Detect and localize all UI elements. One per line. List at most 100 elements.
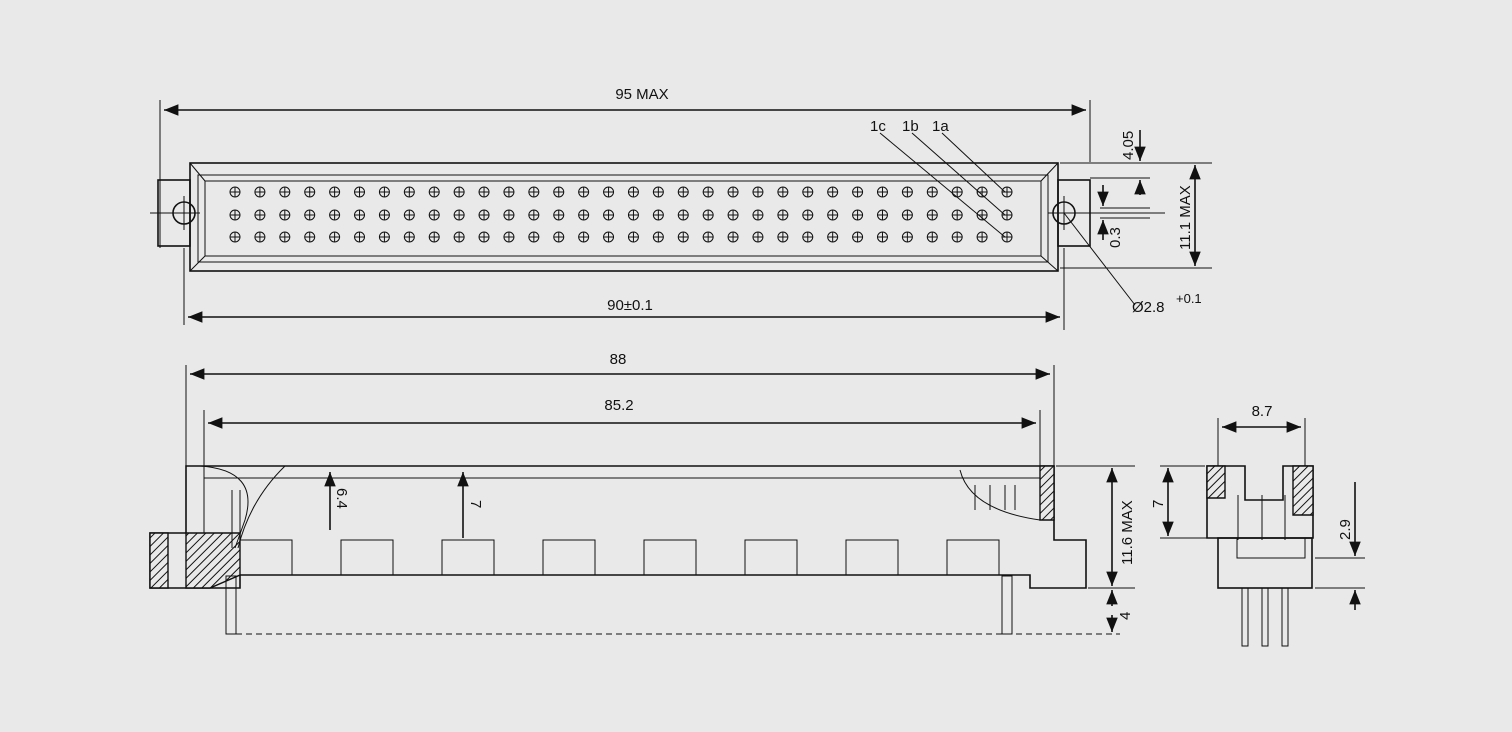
contact-pin-b30	[279, 209, 291, 221]
contact-window	[441, 539, 495, 576]
left-hatched-section	[185, 532, 241, 589]
contact-pin-c28	[329, 231, 341, 243]
contact-pin-b20	[528, 209, 540, 221]
contact-pin-c19	[553, 231, 565, 243]
contact-pin-a9	[802, 186, 814, 198]
dim-overall-length: 95 MAX	[615, 86, 668, 103]
contact-pin-a20	[528, 186, 540, 198]
dim-height-max-front: 11.6 MAX	[1119, 500, 1136, 565]
contact-pin-c9	[802, 231, 814, 243]
contact-pin-a21	[503, 186, 515, 198]
contact-pin-c23	[453, 231, 465, 243]
right-hatched-section	[1039, 465, 1055, 521]
contact-pin-a17	[603, 186, 615, 198]
dim-hole-diameter-tol: +0.1	[1176, 291, 1202, 306]
contact-pin-b22	[478, 209, 490, 221]
contact-pin-b21	[503, 209, 515, 221]
row-label-b: 1b	[902, 118, 919, 135]
contact-windows	[239, 539, 1000, 576]
top-view: 95 MAX 1c 1b 1a 90±0.1 Ø2.8 +0.1	[150, 86, 1212, 330]
contact-pin-b14	[677, 209, 689, 221]
contact-window	[946, 539, 1000, 576]
contact-pin-c5	[901, 231, 913, 243]
contact-pin-a4	[926, 186, 938, 198]
contact-pin-b10	[777, 209, 789, 221]
contact-window	[542, 539, 596, 576]
contact-pin-a5	[901, 186, 913, 198]
contact-pin-b26	[378, 209, 390, 221]
contact-pin-a25	[403, 186, 415, 198]
contact-window	[340, 539, 394, 576]
contact-pin-a14	[677, 186, 689, 198]
contact-pin-b24	[428, 209, 440, 221]
contact-pin-a31	[254, 186, 266, 198]
contact-pin-b23	[453, 209, 465, 221]
contact-pin-a18	[578, 186, 590, 198]
contact-pin-c2	[976, 231, 988, 243]
contact-pin-c4	[926, 231, 938, 243]
contact-pin-a8	[827, 186, 839, 198]
contact-pin-b1	[1001, 209, 1013, 221]
contact-pin-a30	[279, 186, 291, 198]
dim-side-height: 7	[1150, 500, 1167, 508]
dim-height-max-top: 11.1 MAX	[1177, 185, 1194, 250]
contact-pin-c1	[1001, 231, 1013, 243]
contact-pin-c14	[677, 231, 689, 243]
contact-pin-b3	[951, 209, 963, 221]
dim-offset-small: 0.3	[1107, 227, 1124, 248]
dim-depth-small: 6.4	[333, 488, 350, 509]
side-base	[1217, 537, 1313, 589]
contact-window	[744, 539, 798, 576]
contact-pin-c6	[876, 231, 888, 243]
contact-pin-c22	[478, 231, 490, 243]
contact-pin-a15	[652, 186, 664, 198]
contact-window	[239, 539, 293, 576]
row-label-a: 1a	[932, 118, 949, 135]
contact-pin-c32	[229, 231, 241, 243]
contact-pin-a24	[428, 186, 440, 198]
contact-pin-c17	[603, 231, 615, 243]
contact-pin-c21	[503, 231, 515, 243]
side-view: 8.7 7 2.9	[1150, 403, 1365, 647]
contact-pin-b7	[852, 209, 864, 221]
contact-pin-a28	[329, 186, 341, 198]
row-label-c: 1c	[870, 118, 886, 135]
contact-pin-b29	[304, 209, 316, 221]
contact-pin-c13	[702, 231, 714, 243]
contact-pin-b11	[752, 209, 764, 221]
dim-hole-pitch: 90±0.1	[607, 297, 653, 314]
contact-pin-a11	[752, 186, 764, 198]
contact-pin-b4	[926, 209, 938, 221]
contact-pin-a7	[852, 186, 864, 198]
contact-pin-a22	[478, 186, 490, 198]
contact-pin-c25	[403, 231, 415, 243]
contact-pin-a27	[354, 186, 366, 198]
contact-pin-a10	[777, 186, 789, 198]
front-view: 88 85.2 6.4 7 11.6 MAX	[149, 351, 1136, 635]
contact-pin-b13	[702, 209, 714, 221]
contact-pin-c24	[428, 231, 440, 243]
dim-body-length: 88	[610, 351, 627, 368]
contact-pin-a23	[453, 186, 465, 198]
contact-pin-a1	[1001, 186, 1013, 198]
contact-pin-a19	[553, 186, 565, 198]
contact-pin-b12	[727, 209, 739, 221]
contact-pin-a16	[627, 186, 639, 198]
pin-field	[229, 186, 1013, 243]
contact-pin-c30	[279, 231, 291, 243]
contact-pin-c27	[354, 231, 366, 243]
contact-pin-b19	[553, 209, 565, 221]
contact-pin-c15	[652, 231, 664, 243]
contact-pin-b15	[652, 209, 664, 221]
dim-side-width: 8.7	[1252, 403, 1273, 420]
contact-window	[845, 539, 899, 576]
contact-pin-a32	[229, 186, 241, 198]
dim-pin-length: 4	[1117, 612, 1134, 620]
contact-pin-c31	[254, 231, 266, 243]
contact-pin-b32	[229, 209, 241, 221]
dim-depth-large: 7	[467, 500, 484, 508]
front-housing-outline	[149, 465, 1087, 589]
contact-pin-a6	[876, 186, 888, 198]
contact-pin-b6	[876, 209, 888, 221]
